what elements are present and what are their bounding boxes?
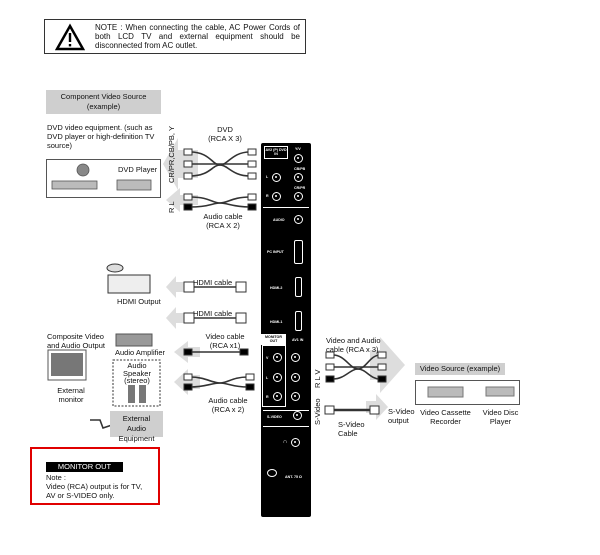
- y-label: Y/V: [295, 147, 301, 151]
- callout-title: MONITOR OUT: [46, 462, 123, 472]
- component-source-label: Component Video Source (example): [46, 90, 161, 114]
- av1-in-label: AV1 IN: [292, 338, 304, 342]
- audio-amplifier-label: Audio Amplifier: [115, 348, 166, 357]
- av1-v-jack[interactable]: [291, 353, 300, 362]
- arrow-hdmi1: [166, 276, 186, 298]
- divider: [263, 410, 309, 411]
- warning-icon: [55, 23, 85, 51]
- headphone-icon: ∩: [283, 439, 288, 445]
- mo-r-label: R: [266, 395, 269, 399]
- pc-input-label: PC INPUT: [267, 250, 284, 254]
- headphone-jack[interactable]: [291, 438, 300, 447]
- cb-jack[interactable]: [294, 173, 303, 182]
- dvd-label: DVD: [217, 125, 233, 134]
- audio-out-text: Audio cable: [208, 396, 248, 405]
- video-cable-text: Video cable: [205, 332, 245, 341]
- dvd-player-illustration: [51, 163, 152, 191]
- av1-r-jack[interactable]: [291, 392, 300, 401]
- audio-count: (RCA X 2): [206, 221, 240, 230]
- component-l-jack[interactable]: [272, 173, 281, 182]
- audio-speaker-label: Audio Speaker (stereo): [123, 361, 151, 385]
- composite-output-label: Composite Video and Audio Output: [47, 332, 105, 350]
- divider: [263, 207, 309, 208]
- monitor-out-header: [261, 334, 286, 345]
- cr-label: CR/PR: [294, 186, 306, 190]
- hdmi-output-label: HDMI Output: [117, 297, 161, 306]
- l-label: L: [266, 175, 269, 179]
- y-jack[interactable]: [294, 154, 303, 163]
- mo-l-label: L: [266, 376, 269, 380]
- component-ports-label: CR/PR,CB/PB, Y: [167, 126, 176, 183]
- monitor-out-v-jack[interactable]: [273, 353, 282, 362]
- r-label: R: [266, 194, 269, 198]
- vcr-label: Video Cassette Recorder: [420, 408, 471, 426]
- hdmi2-label: HDMI-2: [270, 286, 283, 290]
- av-cable-label: Video and Audio cable (RCA x 3): [326, 336, 381, 354]
- dvd-player-box: [46, 159, 161, 198]
- monitor-out-r-jack[interactable]: [273, 392, 282, 401]
- dvd-description: DVD video equipment. (such as DVD player…: [47, 123, 155, 150]
- cr-jack[interactable]: [294, 192, 303, 201]
- svideo-cable-label: S-Video Cable: [338, 420, 365, 438]
- arrow-audio: [166, 188, 198, 212]
- av-ports-label: R L V: [313, 369, 322, 388]
- antenna-port[interactable]: [267, 469, 277, 477]
- hdmi1-port[interactable]: [295, 311, 302, 331]
- video-source-illustration: [427, 386, 515, 398]
- dvd-cable-label: DVD(RCA X 3): [200, 125, 250, 143]
- hdmi2-port[interactable]: [295, 277, 302, 297]
- av2-label-box: [264, 146, 288, 159]
- monitor-out-label: MONITOR OUT: [265, 335, 282, 343]
- audio-label: Audio cable: [203, 212, 243, 221]
- hdmi-cable-2-label: HDMI cable: [193, 309, 233, 318]
- arrow-hdmi2: [166, 307, 186, 329]
- audio-out-count: (RCA x 2): [211, 405, 245, 414]
- component-r-jack[interactable]: [272, 192, 281, 201]
- dvd-player-label: DVD Player: [118, 165, 158, 174]
- callout-text: Video (RCA) output is for TV, AV or S-VI…: [46, 482, 143, 500]
- svideo-jack[interactable]: [293, 411, 302, 420]
- hdmi-cable-1-label: HDMI cable: [193, 278, 233, 287]
- av2-label: AV2 (P) DVD IN: [265, 148, 287, 156]
- dvd-count: (RCA X 3): [208, 134, 242, 143]
- hdmi-device-illustration: [106, 263, 151, 294]
- tv-rear-panel: AV2 (P) DVD IN Y/V CB/PB L CR/PR R AUDIO…: [261, 143, 311, 517]
- caution-note: NOTE : When connecting the cable, AC Pow…: [44, 19, 306, 54]
- svideo-vertical-label: S-Video: [313, 398, 322, 425]
- video-cable-count: (RCA x1): [209, 341, 241, 350]
- video-source-label: Video Source (example): [415, 363, 505, 375]
- monitor-out-border: [262, 345, 286, 407]
- divider: [263, 426, 309, 427]
- hdmi1-label: HDMI-1: [270, 320, 283, 324]
- audio-ports-label: R L: [167, 201, 176, 213]
- pc-input-port[interactable]: [294, 240, 303, 264]
- external-audio-label: External Audio Equipment: [110, 411, 163, 443]
- amplifier-illustration: [115, 333, 153, 347]
- speaker-box: [112, 359, 161, 407]
- svideo-output-label: S-Video output: [388, 407, 415, 425]
- note-text: NOTE : When connecting the cable, AC Pow…: [95, 23, 300, 50]
- external-monitor-illustration: [47, 349, 87, 381]
- audio-label: AUDIO: [273, 218, 285, 222]
- video-disc-player-label: Video Disc Player: [482, 408, 519, 426]
- video-source-box: [415, 380, 520, 405]
- mo-v-label: V: [266, 356, 269, 360]
- monitor-out-l-jack[interactable]: [273, 373, 282, 382]
- callout-note-label: Note :: [46, 473, 67, 482]
- external-monitor-label: External monitor: [57, 386, 85, 404]
- audio-out-cable-label: Audio cable(RCA x 2): [203, 396, 253, 414]
- arrow-audio-out: [174, 369, 200, 395]
- svideo-label: S-VIDEO: [267, 415, 282, 419]
- monitor-out-callout: MONITOR OUT Note : Video (RCA) output is…: [30, 447, 160, 505]
- av1-l-jack[interactable]: [291, 373, 300, 382]
- antenna-label: ANT. 75 Ω: [285, 475, 302, 479]
- cb-label: CB/PB: [294, 167, 306, 171]
- pc-audio-jack[interactable]: [294, 215, 303, 224]
- video-cable-label: Video cable(RCA x1): [200, 332, 250, 350]
- audio-cable-label: Audio cable(RCA X 2): [198, 212, 248, 230]
